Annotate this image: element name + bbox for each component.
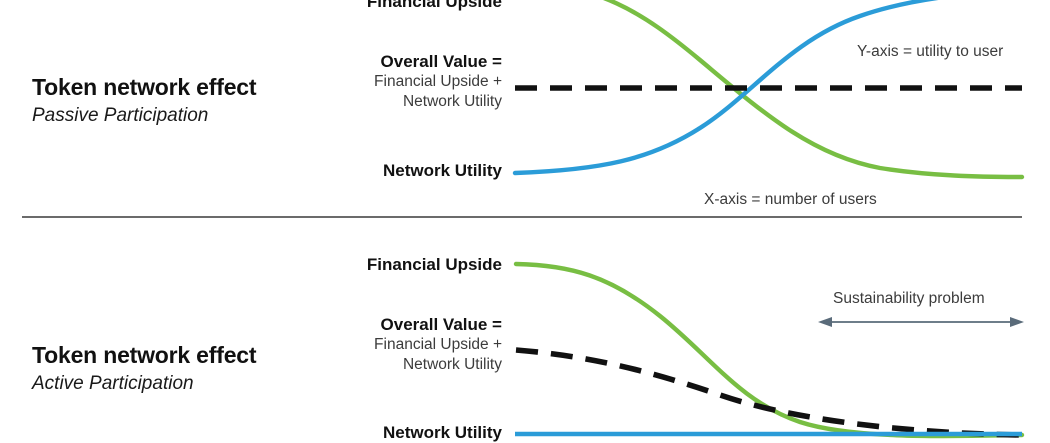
legend-label-network-utility: Network Utility bbox=[382, 161, 502, 180]
series-line-overall-value-active bbox=[515, 347, 1023, 438]
legend-label-financial-upside: Financial Upside bbox=[366, 0, 502, 11]
legend-label-overall-value-active: Overall Value = bbox=[380, 315, 502, 334]
panel-subtitle-active: Active Participation bbox=[32, 373, 194, 395]
page-title-active: Token network effect bbox=[32, 342, 257, 368]
legend-label-overall-value-active-line2: Network Utility bbox=[402, 356, 502, 374]
legend-item-financial-upside: Financial Upside bbox=[0, 0, 512, 12]
panel-subtitle: Passive Participation bbox=[32, 105, 209, 127]
legend-item-overall-value-active: Overall Value = Financial Upside + Netwo… bbox=[0, 315, 512, 376]
panel-title-block-active: Token network effect Active Participatio… bbox=[32, 342, 332, 397]
legend-label-overall-value: Overall Value = bbox=[380, 52, 502, 71]
legend-item-overall-value: Overall Value = Financial Upside + Netwo… bbox=[0, 52, 512, 113]
legend-label-network-utility-active: Network Utility bbox=[382, 423, 502, 442]
panel-divider bbox=[22, 216, 1022, 218]
panel-title-block-passive: Token network effect Passive Participati… bbox=[32, 74, 332, 129]
legend-item-network-utility: Network Utility bbox=[0, 161, 512, 181]
legend-label-financial-upside-active: Financial Upside bbox=[366, 255, 502, 274]
page-title: Token network effect bbox=[32, 74, 257, 100]
legend-item-financial-upside-active: Financial Upside bbox=[0, 255, 512, 275]
legend-label-overall-value-active-line1: Financial Upside + bbox=[374, 336, 502, 353]
panel-passive-participation: Token network effect Passive Participati… bbox=[0, 0, 1050, 220]
legend-label-overall-value-line1: Financial Upside + bbox=[374, 73, 502, 90]
series-line-network-utility bbox=[512, 0, 939, 176]
legend-label-overall-value-line2: Network Utility bbox=[402, 93, 502, 111]
chart-passive-participation bbox=[512, 0, 1025, 180]
sustainability-arrow-icon bbox=[818, 317, 1024, 327]
chart-active-participation bbox=[513, 261, 1025, 439]
x-axis-note: X-axis = number of users bbox=[704, 191, 877, 208]
annotation-sustainability-problem: Sustainability problem bbox=[833, 290, 985, 307]
series-line-financial-upside bbox=[602, 0, 1025, 180]
legend-item-network-utility-active: Network Utility bbox=[0, 423, 512, 443]
y-axis-note: Y-axis = utility to user bbox=[857, 43, 1004, 60]
panel-active-participation: Token network effect Active Participatio… bbox=[0, 220, 1050, 443]
